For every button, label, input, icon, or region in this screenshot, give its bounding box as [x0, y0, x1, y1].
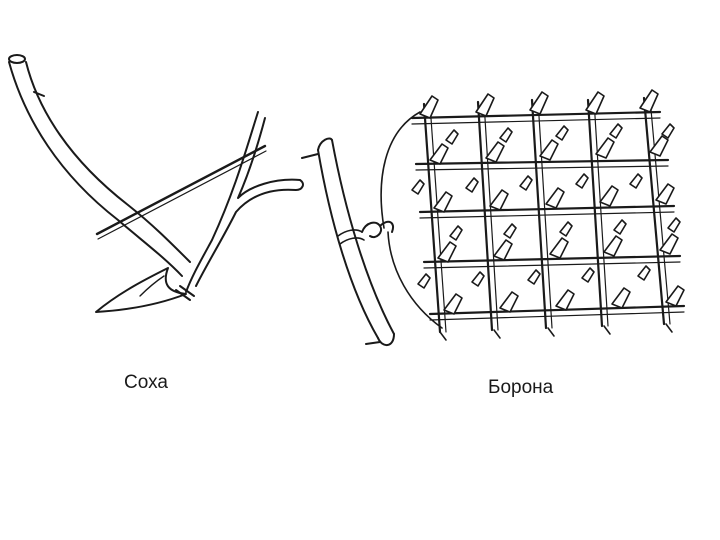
- harrow-hook: [361, 220, 394, 238]
- harrow-icon: [301, 89, 686, 346]
- caption-sokha: Соха: [124, 372, 168, 393]
- plough-shaft-top: [8, 54, 26, 64]
- harrow-vertical-bars: [422, 96, 666, 334]
- harrow-teeth: [411, 89, 685, 315]
- plough-share: [95, 267, 187, 313]
- plough-icon: [8, 54, 304, 313]
- plough-shaft: [8, 61, 183, 277]
- harrow-pole: [317, 139, 395, 339]
- plough-handle: [185, 111, 259, 293]
- plough-crossbar: [95, 144, 267, 236]
- caption-borona: Борона: [488, 377, 554, 398]
- plough-shaft-inner: [25, 61, 191, 263]
